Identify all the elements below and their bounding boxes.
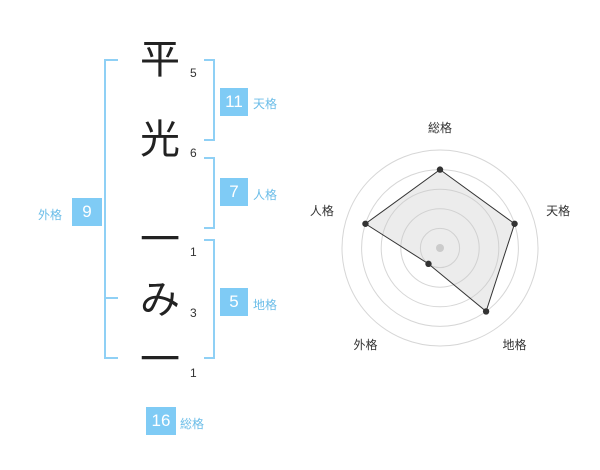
chikaku-value: 5	[220, 288, 248, 316]
radar-center-dot	[436, 244, 444, 252]
tenkaku-label: 天格	[253, 97, 278, 111]
radar-point-2	[511, 220, 518, 227]
radar-point-1	[436, 166, 444, 173]
tenkaku-value: 11	[220, 88, 248, 116]
name-char-5: 一	[140, 337, 180, 383]
radar-axis-label-1: 総格	[428, 120, 452, 135]
radar-ring-1	[419, 227, 461, 269]
soukaku-value: 16	[146, 407, 176, 435]
radar-axis-label-3: 地格	[503, 337, 527, 352]
name-char-4: み	[140, 277, 180, 323]
gaikaku-label: 外格	[38, 208, 63, 222]
radar-axis-label-5: 人格	[310, 203, 334, 218]
stroke-count-3: 1	[190, 245, 197, 259]
radar-polygon	[364, 168, 516, 313]
chikaku-label: 地格	[253, 298, 278, 312]
radar-point-5	[362, 220, 369, 227]
name-char-3: 一	[140, 217, 180, 263]
stroke-count-4: 3	[190, 306, 197, 320]
radar-ring-3	[380, 188, 500, 308]
gaikaku-value: 9	[72, 198, 102, 226]
stroke-count-2: 6	[190, 146, 197, 160]
name-char-2: 光	[140, 117, 180, 163]
radar-ring-2	[400, 208, 480, 288]
name-char-1: 平	[140, 37, 180, 83]
radar-axis-label-2: 天格	[546, 203, 570, 218]
radar-point-3	[482, 308, 490, 315]
stroke-count-5: 1	[190, 366, 197, 380]
radar-point-4	[425, 260, 432, 268]
jinkaku-value: 7	[220, 178, 248, 206]
radar-ring-5	[341, 149, 539, 347]
stroke-count-1: 5	[190, 66, 197, 80]
jinkaku-label: 人格	[253, 188, 278, 202]
radar-axis-label-4: 外格	[353, 337, 377, 352]
soukaku-label: 総格	[180, 417, 205, 431]
